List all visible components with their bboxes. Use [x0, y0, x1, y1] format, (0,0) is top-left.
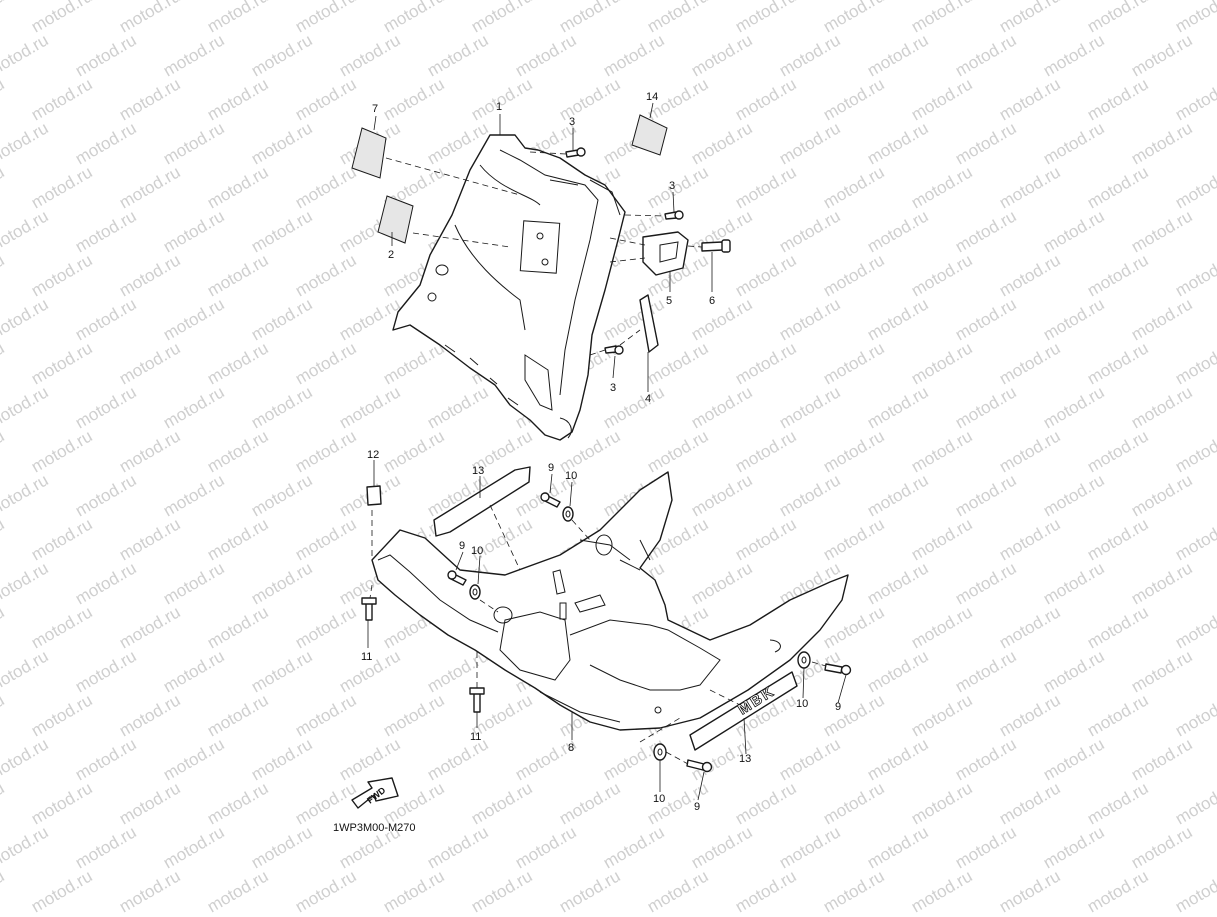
- fwd-arrow-icon: FWD: [351, 777, 399, 809]
- callout-13: 13: [739, 753, 751, 765]
- callout-5: 5: [666, 295, 672, 307]
- screw-part-3-lower: [604, 345, 624, 355]
- callout-1: 1: [496, 101, 502, 113]
- callout-3: 3: [610, 382, 616, 394]
- callout-9: 9: [694, 801, 700, 813]
- callout-3: 3: [669, 180, 675, 192]
- washer-part-10-bottom: [653, 743, 667, 761]
- screw-part-3-top: [565, 147, 586, 158]
- drawing-code: 1WP3M00-M270: [333, 822, 416, 834]
- bracket-part-5: [642, 231, 689, 276]
- callout-4: 4: [645, 393, 651, 405]
- washer-part-10-mid: [469, 584, 481, 600]
- bolt-part-6: [701, 239, 731, 253]
- screw-part-11-right: [469, 687, 485, 713]
- screw-part-9-mid: [447, 570, 467, 586]
- callout-14: 14: [646, 91, 658, 103]
- callout-11: 11: [361, 651, 372, 663]
- sticker-part-14: [631, 114, 668, 156]
- callout-2: 2: [388, 249, 394, 261]
- callout-12: 12: [367, 449, 379, 461]
- screw-part-9-upper: [540, 492, 561, 508]
- callout-10: 10: [471, 545, 483, 557]
- screw-part-3-right: [664, 210, 684, 220]
- callout-6: 6: [709, 295, 715, 307]
- callout-9: 9: [835, 701, 841, 713]
- callout-8: 8: [568, 742, 574, 754]
- screw-part-11-left: [361, 597, 377, 621]
- footboard-part-8: [371, 471, 849, 731]
- callout-3: 3: [569, 116, 575, 128]
- leg-shield-inner-part-1: [392, 134, 626, 441]
- sticker-part-2: [377, 195, 414, 244]
- plate-part-4: [639, 294, 659, 353]
- screw-part-9-bottom: [686, 759, 713, 773]
- callout-10: 10: [565, 470, 577, 482]
- washer-part-10-right: [797, 651, 811, 669]
- callout-13: 13: [472, 465, 484, 477]
- callout-7: 7: [372, 103, 378, 115]
- protector-part-13-upper: [433, 466, 531, 537]
- callout-9: 9: [459, 540, 465, 552]
- callout-9: 9: [548, 462, 554, 474]
- washer-part-10-upper: [562, 506, 574, 522]
- sticker-part-7: [351, 127, 387, 179]
- callout-10: 10: [796, 698, 808, 710]
- callout-10: 10: [653, 793, 665, 805]
- screw-part-9-right: [824, 663, 852, 676]
- clip-part-12: [366, 485, 382, 506]
- callout-11: 11: [470, 731, 481, 743]
